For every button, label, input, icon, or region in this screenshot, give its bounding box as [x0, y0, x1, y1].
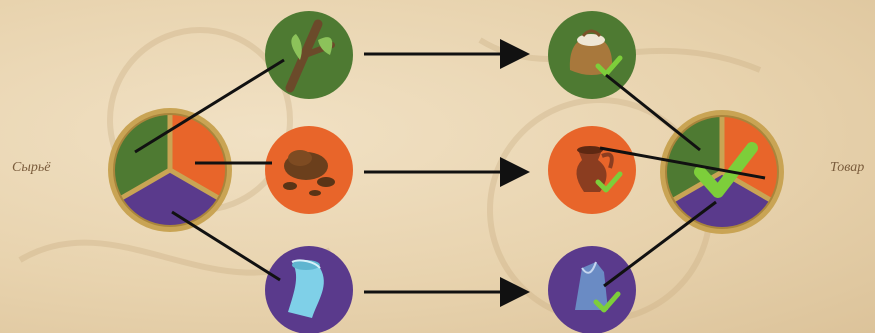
connector-cloth	[172, 212, 280, 280]
raw-wood-node	[265, 11, 353, 99]
good-garment-node	[548, 246, 636, 333]
good-jug-node	[548, 126, 636, 214]
good-grain-node	[548, 11, 636, 99]
raw-cloth-node	[265, 246, 353, 333]
arrows	[364, 54, 524, 292]
raw-materials-wheel	[108, 108, 232, 232]
connector-garment	[604, 202, 716, 286]
goods-wheel	[660, 110, 784, 234]
raw-clay-node	[265, 126, 353, 214]
